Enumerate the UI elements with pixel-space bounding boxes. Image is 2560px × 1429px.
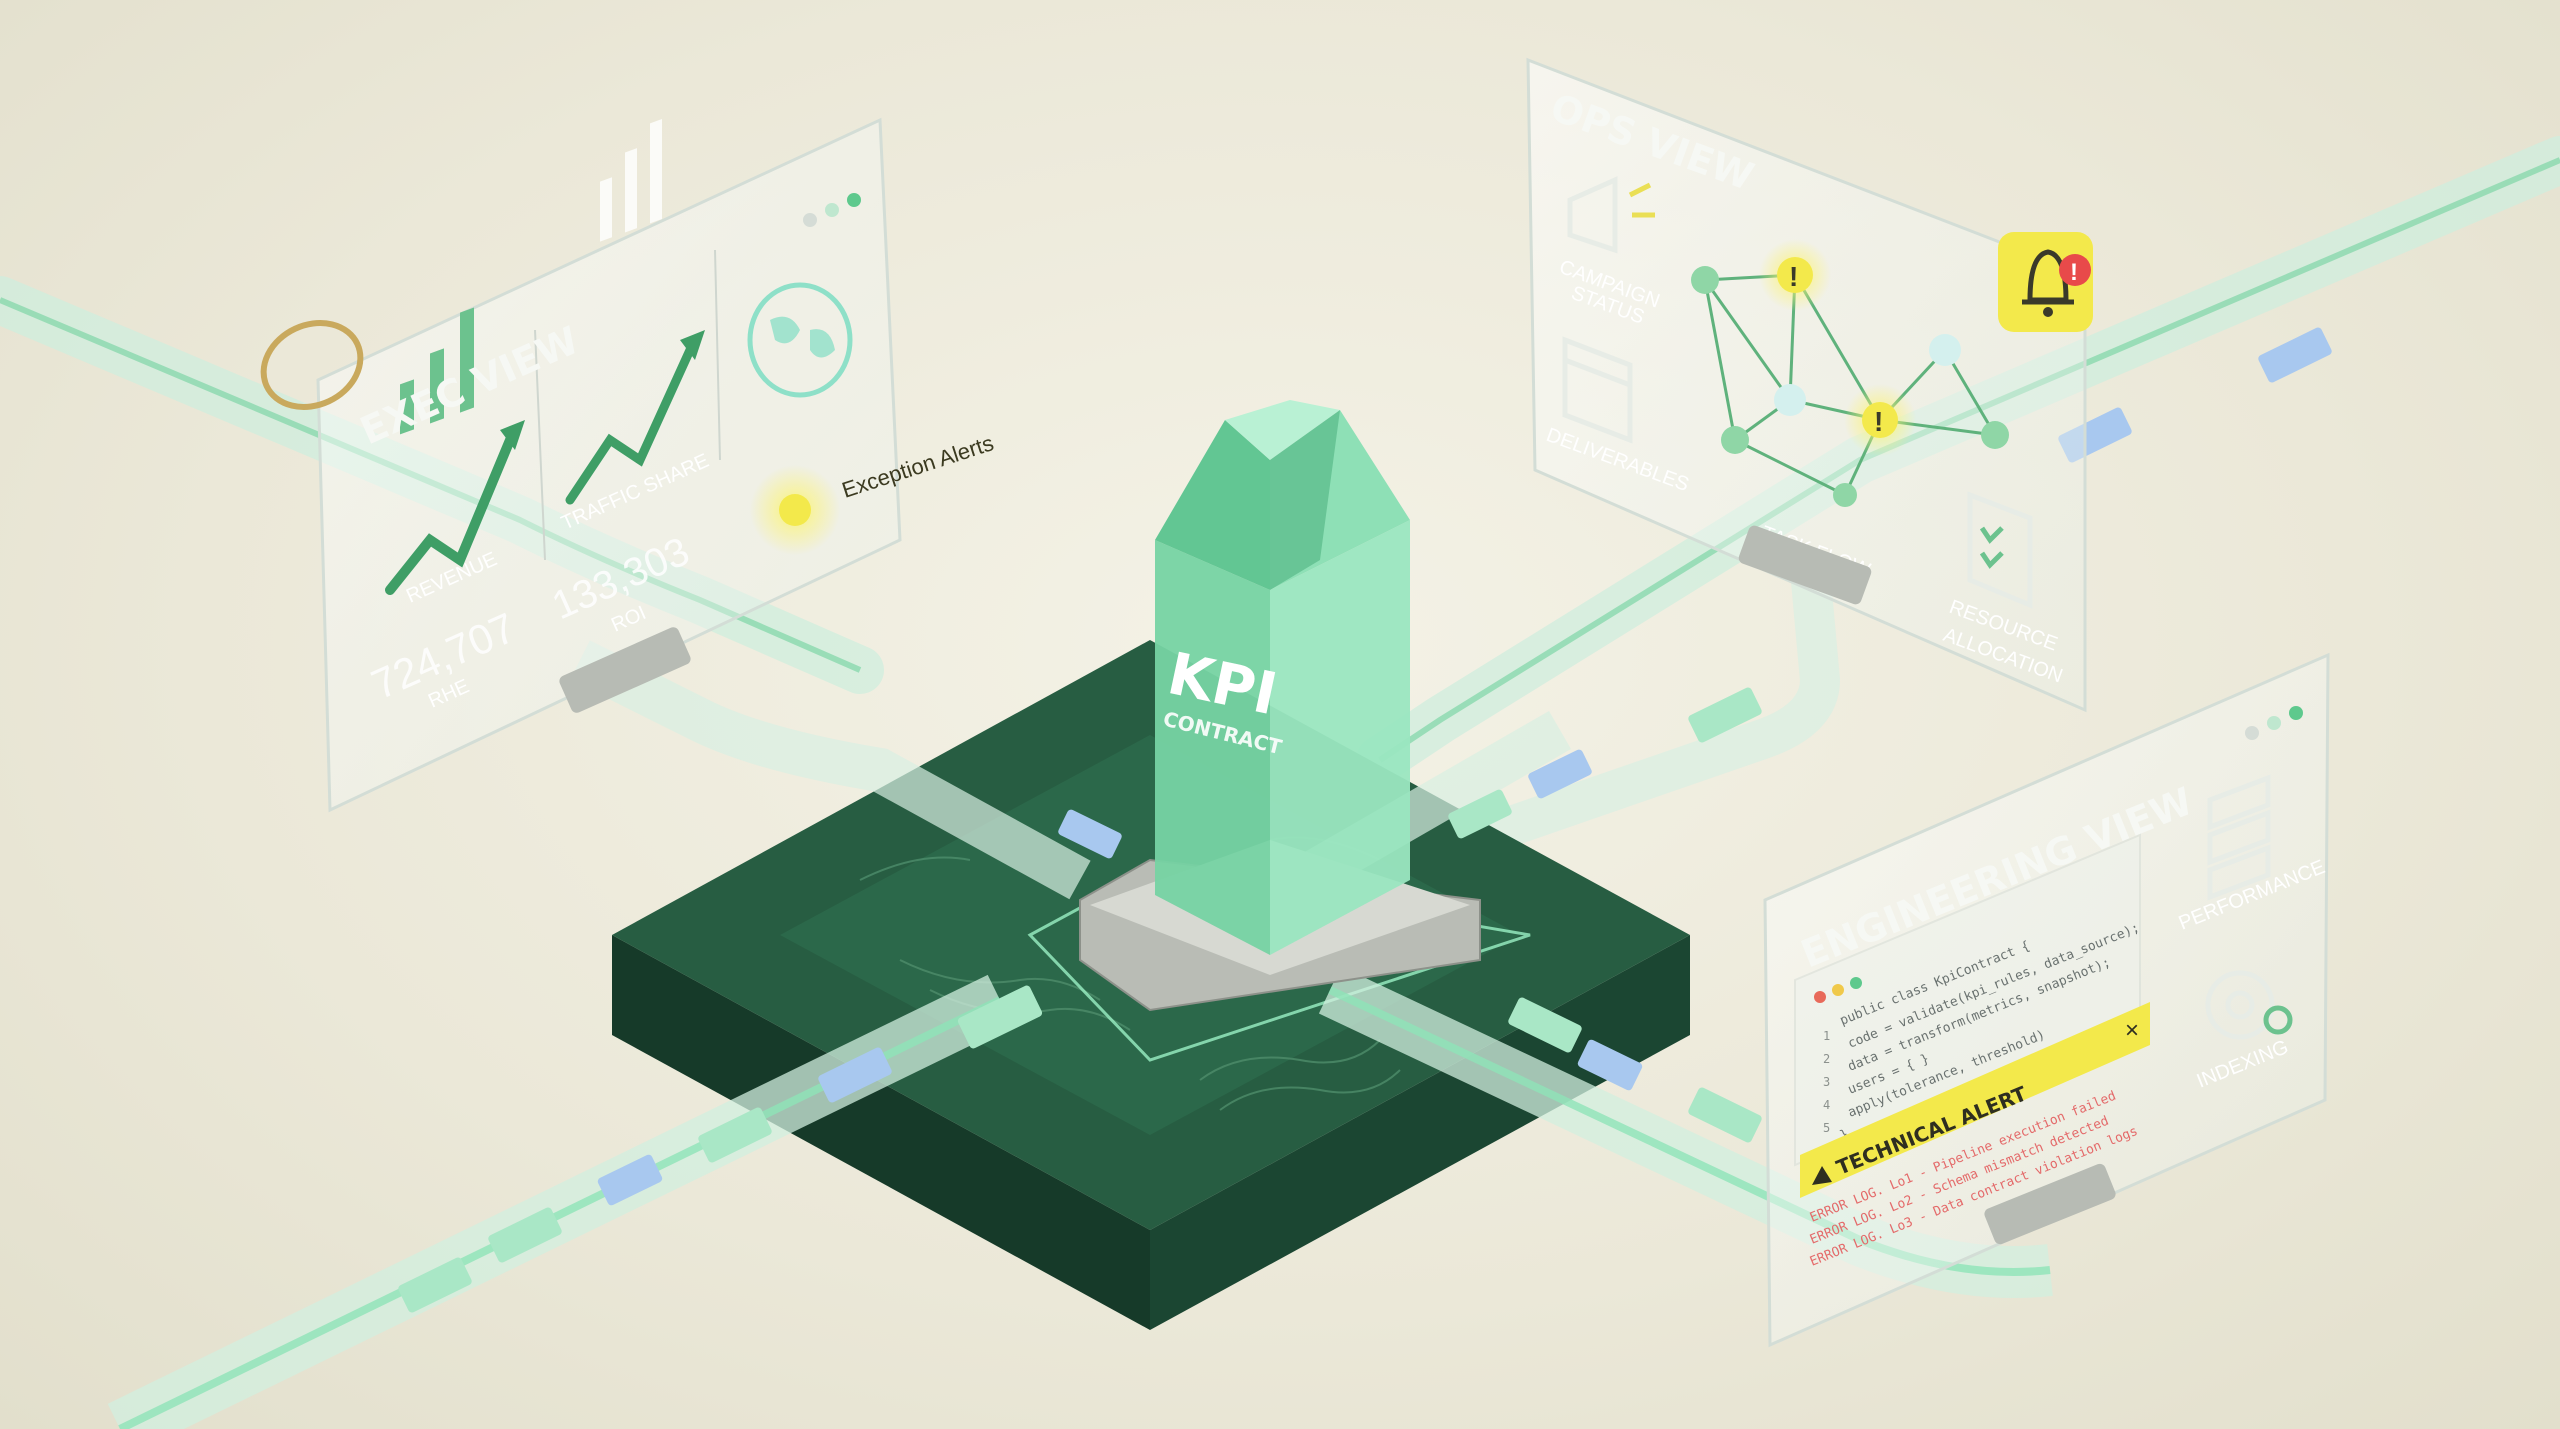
line-number: 2	[1823, 1052, 1830, 1066]
clipboard-icon	[1967, 491, 2033, 609]
base-side-left	[612, 935, 1150, 1330]
traffic-share-chart-icon	[565, 119, 705, 505]
code-window-dot	[1832, 984, 1844, 996]
window-dot	[847, 193, 861, 207]
exec-view-panel: EXEC VIEW REVENUE TRAFFIC SHARE 133,303 …	[260, 117, 997, 813]
revenue-chart-icon	[385, 307, 525, 595]
notification-badge	[2059, 254, 2091, 286]
bell-icon[interactable]: !	[1998, 232, 2093, 332]
packet	[2258, 327, 2332, 383]
task-flow-network: ! !	[1691, 239, 2009, 507]
kpi-crystal	[1079, 400, 1481, 1012]
tube-left-branch	[570, 640, 1091, 900]
ops-panel-glass	[1526, 57, 2087, 713]
ring-icon	[260, 320, 364, 410]
packet	[957, 985, 1043, 1049]
crystal-top-left	[1155, 420, 1270, 590]
window-dot	[2267, 716, 2281, 730]
server-icon	[2207, 774, 2271, 901]
packet	[398, 1257, 472, 1313]
divider	[714, 249, 721, 461]
code-window-dot	[1814, 991, 1826, 1003]
line-number: 1	[1823, 1029, 1830, 1043]
divider	[534, 329, 546, 561]
packet	[1688, 687, 1762, 743]
connector-clamp	[1984, 1163, 2116, 1245]
task-alert-node[interactable]	[1777, 257, 1813, 293]
task-alert-mark: !	[1874, 406, 1883, 437]
task-alert-mark: !	[1789, 261, 1798, 292]
task-alert-node[interactable]	[1862, 402, 1898, 438]
alert-close-button[interactable]: ×	[2125, 1017, 2139, 1044]
engineering-view-panel: ENGINEERING VIEW public class KpiContrac…	[1763, 652, 2330, 1348]
window-dot	[803, 213, 817, 227]
megaphone-icon	[1567, 176, 1655, 254]
packet	[1528, 749, 1592, 799]
packet	[698, 1107, 772, 1163]
packet	[1448, 789, 1512, 839]
crystal-body-left	[1155, 540, 1270, 955]
gear-icon	[2205, 970, 2293, 1040]
line-number: 3	[1823, 1075, 1830, 1089]
calendar-icon	[1562, 336, 1633, 444]
packet	[1688, 1087, 1762, 1143]
data-packets	[398, 327, 2332, 1313]
packet	[488, 1207, 562, 1263]
window-dot	[2289, 706, 2303, 720]
window-dot	[2245, 726, 2259, 740]
notification-mark: !	[2070, 259, 2078, 286]
packet	[1058, 809, 1122, 859]
line-number: 4	[1823, 1098, 1830, 1112]
crystal-top-cap	[1225, 400, 1340, 460]
warning-icon	[1812, 1166, 1832, 1185]
circuit-traces	[859, 836, 1401, 1111]
exception-alert-dot[interactable]	[779, 494, 811, 526]
code-window-dot	[1850, 977, 1862, 989]
technical-alert-banner[interactable]	[1800, 1002, 2150, 1198]
connector-clamp	[1738, 525, 1872, 605]
crystal-body-right	[1270, 520, 1410, 955]
crystal-facet	[1270, 410, 1340, 590]
packet	[818, 1047, 892, 1103]
line-number: 5	[1823, 1121, 1830, 1135]
exec-panel-glass	[316, 117, 902, 813]
packet	[1508, 997, 1582, 1053]
packet	[597, 1154, 663, 1206]
packet	[1577, 1039, 1643, 1091]
window-dot	[825, 203, 839, 217]
globe-icon	[747, 282, 853, 398]
ops-view-panel: OPS VIEW CAMPAIGN STATUS DELIVERABLES	[1526, 57, 2093, 713]
connector-clamp	[559, 627, 691, 713]
tube-ops-connector	[1480, 550, 1841, 850]
